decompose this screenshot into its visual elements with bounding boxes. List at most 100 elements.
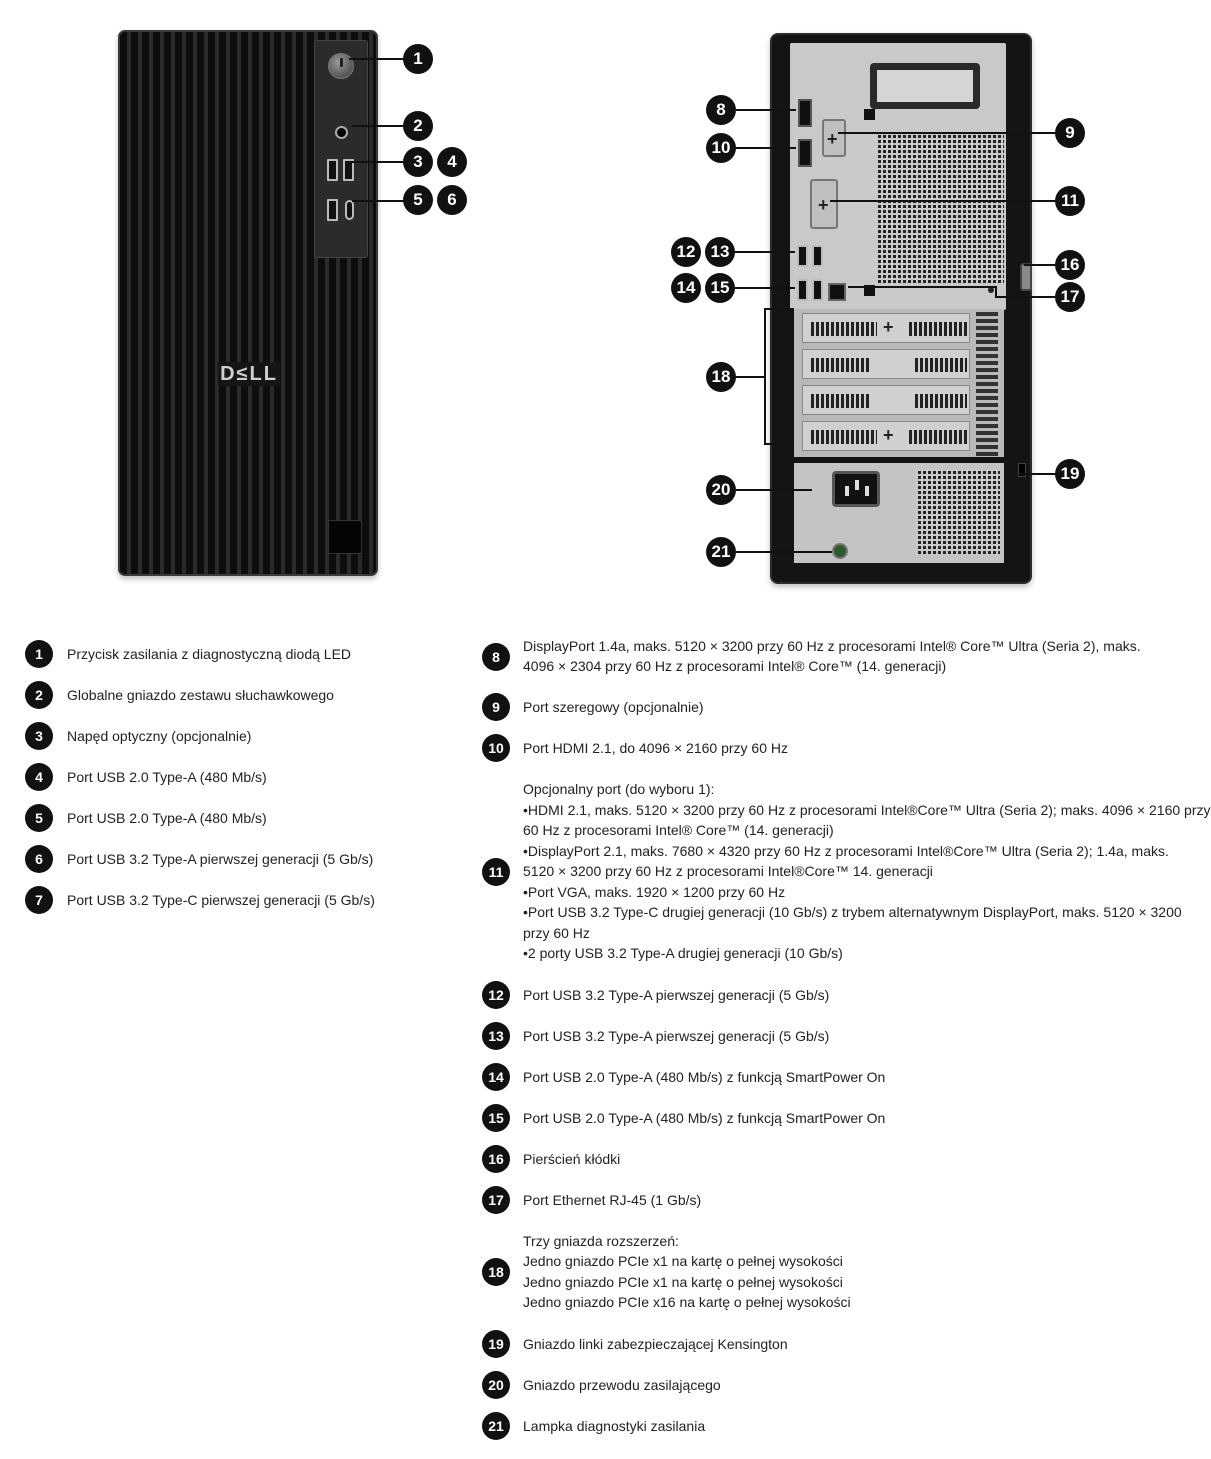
callout-line xyxy=(838,132,1056,134)
legend-text: •2 porty USB 3.2 Type-A drugiej generacj… xyxy=(523,945,843,961)
legend-text: Pierścień kłódki xyxy=(523,1151,621,1167)
expansion-slots: + + xyxy=(794,309,1004,457)
legend-number: 14 xyxy=(482,1063,510,1091)
displayport-icon xyxy=(798,99,812,127)
callout-18: 18 xyxy=(706,362,736,392)
callout-bracket xyxy=(764,308,766,444)
callout-6: 6 xyxy=(437,185,467,215)
legend-number: 16 xyxy=(482,1145,510,1173)
legend-text: Globalne gniazdo zestawu słuchawkowego xyxy=(67,687,334,703)
serial-port-knockout: + xyxy=(822,119,846,157)
callout-1: 1 xyxy=(403,44,433,74)
callout-3: 3 xyxy=(403,147,433,177)
legend-number: 9 xyxy=(482,693,510,721)
legend-text: Jedno gniazdo PCIe x1 na kartę o pełnej … xyxy=(523,1253,843,1269)
ethernet-port-icon xyxy=(828,283,846,301)
expansion-slot: + xyxy=(802,421,970,451)
legend-number: 10 xyxy=(482,734,510,762)
vent-grille xyxy=(876,133,1004,283)
callout-line xyxy=(349,58,405,60)
slot-bracket xyxy=(976,309,998,457)
usb-a-port-icon xyxy=(797,245,808,267)
legend-number: 18 xyxy=(482,1258,510,1286)
psu-vent-grille xyxy=(916,469,1000,555)
legend-text: Port szeregowy (opcjonalnie) xyxy=(523,699,704,715)
power-supply xyxy=(794,463,1004,563)
callout-line xyxy=(995,296,1055,298)
legend-number: 2 xyxy=(25,681,53,709)
usb-c-port-icon xyxy=(345,200,354,220)
power-diagnostic-led-icon xyxy=(832,543,848,559)
legend-text: Opcjonalny port (do wyboru 1): xyxy=(523,781,715,797)
legend-text: Jedno gniazdo PCIe x16 na kartę o pełnej… xyxy=(523,1294,851,1310)
legend-text: Port USB 2.0 Type-A (480 Mb/s) xyxy=(67,810,267,826)
callout-14: 14 xyxy=(671,273,701,303)
legend-number: 21 xyxy=(482,1412,510,1440)
callout-line xyxy=(352,125,404,127)
legend-text: Port USB 3.2 Type-A pierwszej generacji … xyxy=(523,1028,830,1044)
legend-number: 13 xyxy=(482,1022,510,1050)
callout-2: 2 xyxy=(403,111,433,141)
callout-15: 15 xyxy=(705,273,735,303)
legend-text: Port Ethernet RJ-45 (1 Gb/s) xyxy=(523,1192,702,1208)
usb-a-port-icon xyxy=(327,199,338,221)
optical-drive-bay xyxy=(328,520,362,554)
callout-line xyxy=(1024,264,1056,266)
legend-text: •Port VGA, maks. 1920 × 1200 przy 60 Hz xyxy=(523,884,786,900)
callout-20: 20 xyxy=(706,475,736,505)
legend-number: 3 xyxy=(25,722,53,750)
kensington-slot-icon xyxy=(1018,463,1026,477)
legend-number: 8 xyxy=(482,643,510,671)
legend-number: 5 xyxy=(25,804,53,832)
legend-text: Port USB 3.2 Type-A pierwszej generacji … xyxy=(67,851,374,867)
callout-5: 5 xyxy=(403,185,433,215)
legend-text: 60 Hz z procesorami Intel® Core™ (14. ge… xyxy=(523,822,834,838)
callout-12: 12 xyxy=(671,237,701,267)
callout-line xyxy=(736,489,812,491)
legend-text: Port USB 2.0 Type-A (480 Mb/s) xyxy=(67,769,267,785)
legend-text: 4096 × 2304 przy 60 Hz z procesorami Int… xyxy=(523,658,947,674)
legend-number: 4 xyxy=(25,763,53,791)
callout-21: 21 xyxy=(706,537,736,567)
callout-line xyxy=(735,287,795,289)
usb-a-port-icon xyxy=(327,159,338,181)
optional-port-knockout: + xyxy=(810,179,838,229)
legend-number: 11 xyxy=(482,858,510,886)
back-view-image: + + + + xyxy=(770,33,1032,584)
back-io-area: + + xyxy=(790,43,1006,310)
chassis-handle xyxy=(870,63,980,109)
legend-text: 5120 × 3200 przy 60 Hz z procesorami Int… xyxy=(523,863,933,879)
front-view-image: D≤LL xyxy=(118,30,378,576)
callout-11: 11 xyxy=(1055,186,1085,216)
padlock-ring-icon xyxy=(1020,263,1032,291)
dell-logo: D≤LL xyxy=(218,362,280,386)
headset-jack-icon xyxy=(335,126,348,139)
legend-text: przy 60 Hz xyxy=(523,925,590,941)
legend-text: •Port USB 3.2 Type-C drugiej generacji (… xyxy=(523,904,1182,920)
expansion-slot: + xyxy=(802,313,970,343)
callout-line xyxy=(734,376,765,378)
callout-line xyxy=(764,308,794,310)
callout-line xyxy=(848,286,996,288)
legend-text: DisplayPort 1.4a, maks. 5120 × 3200 przy… xyxy=(523,638,1141,654)
screw-hole xyxy=(988,287,994,293)
legend-number: 19 xyxy=(482,1330,510,1358)
callout-line xyxy=(736,147,796,149)
callout-10: 10 xyxy=(706,133,736,163)
callout-13: 13 xyxy=(705,237,735,267)
hdmi-port-icon xyxy=(798,139,812,167)
callout-19: 19 xyxy=(1055,459,1085,489)
callout-line xyxy=(736,551,832,553)
legend-text: Port USB 3.2 Type-A pierwszej generacji … xyxy=(523,987,830,1003)
callout-line xyxy=(995,286,997,298)
front-io-panel xyxy=(314,40,368,258)
callout-9: 9 xyxy=(1055,118,1085,148)
callout-line xyxy=(736,109,796,111)
legend-number: 17 xyxy=(482,1186,510,1214)
callout-line xyxy=(352,161,404,163)
legend-text: Lampka diagnostyki zasilania xyxy=(523,1418,706,1434)
callout-line xyxy=(830,200,1056,202)
power-button-icon xyxy=(328,53,354,79)
usb-a-port-icon xyxy=(343,159,354,181)
legend-text: Trzy gniazda rozszerzeń: xyxy=(523,1233,679,1249)
